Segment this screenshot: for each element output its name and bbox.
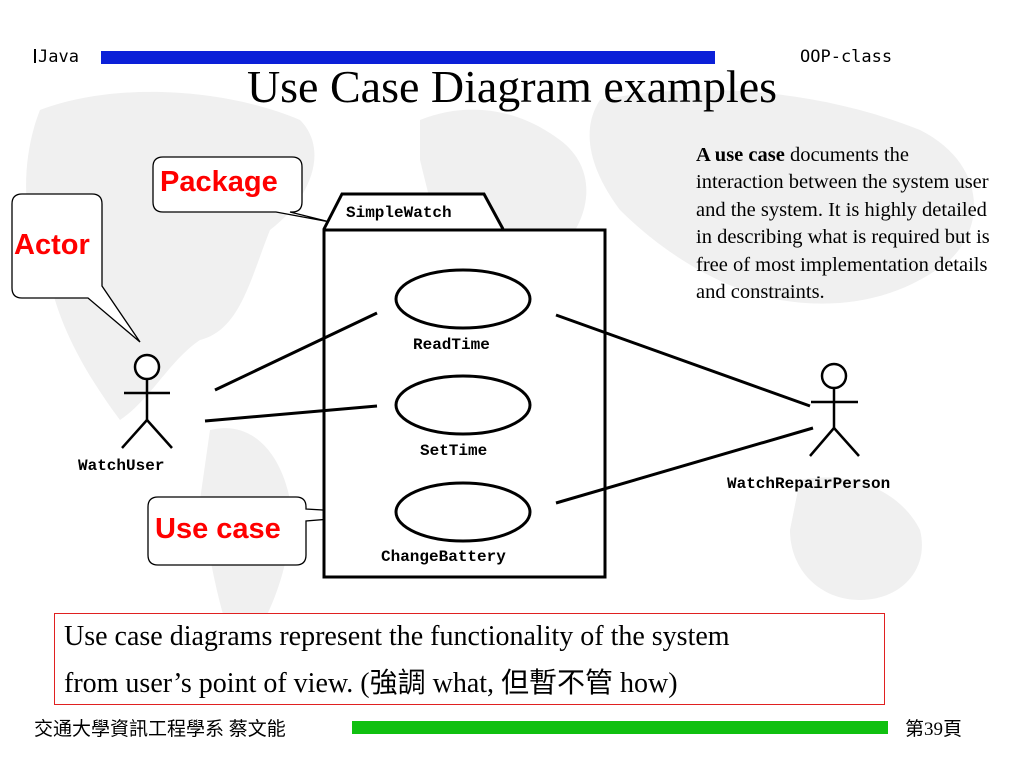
use-case-changebattery-ellipse: [394, 481, 532, 543]
header-bar: [101, 51, 715, 64]
watchrepairperson-actor-figure: [809, 362, 860, 457]
actor-watchrepairperson-label: WatchRepairPerson: [727, 475, 891, 493]
use-case-changebattery-label: ChangeBattery: [381, 548, 506, 566]
summary-note-box: Use case diagrams represent the function…: [54, 613, 885, 705]
use-case-settime-ellipse: [394, 374, 532, 436]
package-callout-label: Package: [160, 166, 278, 198]
footer-page-number: 第39頁: [905, 719, 963, 740]
header-right-label: OOP-class: [800, 47, 893, 67]
association-watchuser-settime: [204, 404, 378, 423]
association-changebattery-repairperson: [555, 426, 814, 505]
description-bold-lead: A use case: [696, 144, 785, 166]
use-case-readtime-ellipse: [394, 268, 532, 330]
actor-callout-box: [11, 193, 141, 343]
summary-note-line-2: from user’s point of view. (強調 what, 但暫不…: [64, 668, 678, 699]
use-case-description: A use case documents the interaction bet…: [696, 142, 996, 306]
association-watchuser-readtime: [214, 311, 378, 392]
footer-bar: [352, 721, 888, 734]
actor-watchuser-label: WatchUser: [78, 457, 165, 475]
summary-note-line-1: Use case diagrams represent the function…: [64, 621, 730, 652]
package-callout-box: [152, 156, 331, 223]
header-left-label: Java: [34, 47, 79, 67]
use-case-settime-label: SetTime: [420, 442, 488, 460]
use-case-readtime-label: ReadTime: [413, 336, 490, 354]
description-rest: documents the interaction between the sy…: [696, 144, 990, 304]
footer-department: 交通大學資訊工程學系 蔡文能: [34, 719, 286, 740]
use-case-callout-label: Use case: [155, 513, 281, 545]
package-tab: [322, 192, 505, 230]
package-name: SimpleWatch: [346, 204, 452, 222]
header-tick: [34, 49, 36, 63]
watchuser-actor-figure: [121, 353, 173, 449]
association-readtime-repairperson: [555, 313, 811, 408]
slide-title: Use Case Diagram examples: [246, 61, 778, 112]
header-java-text: Java: [38, 47, 79, 67]
actor-callout-label: Actor: [14, 229, 90, 261]
